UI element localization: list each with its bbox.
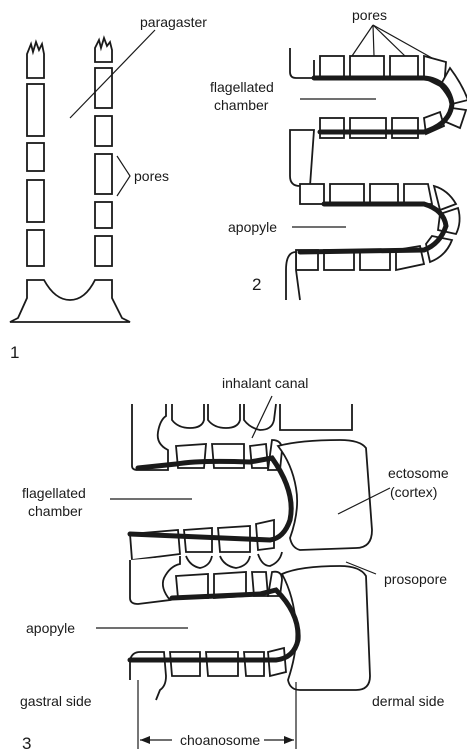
figure-3-leuconoid-section: inhalant canal ectosome (cortex) flagell… xyxy=(20,375,449,749)
flagellated-chamber-label-fig3-line1: flagellated xyxy=(22,485,86,501)
paragaster-label: paragaster xyxy=(140,14,207,30)
choanosome-arrowhead-right xyxy=(284,736,294,744)
flagellated-chamber-label-fig2-line1: flagellated xyxy=(210,79,274,95)
choanosome-arrowhead-left xyxy=(140,736,150,744)
pores-label-fig2: pores xyxy=(352,7,387,23)
gastral-side-label: gastral side xyxy=(20,693,92,709)
apopyle-label-fig2: apopyle xyxy=(228,219,277,235)
ectosome-label-line1: ectosome xyxy=(388,465,449,481)
figure-2-chamber-wall-lower xyxy=(300,204,446,252)
choanosome-label: choanosome xyxy=(180,732,260,748)
figure-1-number: 1 xyxy=(10,343,19,362)
dermal-side-label: dermal side xyxy=(372,693,445,709)
pores-leader-fig2-b xyxy=(373,25,374,56)
figure-3-number: 3 xyxy=(22,734,31,749)
prosopore-label: prosopore xyxy=(384,571,447,587)
inhalant-canal-label: inhalant canal xyxy=(222,375,308,391)
figure-3-bottom-row xyxy=(130,648,286,700)
pores-leader-fig2-a xyxy=(352,25,373,56)
figure-1-asconoid-tube: paragaster pores 1 xyxy=(10,14,207,362)
flagellated-chamber-label-fig2-line2: chamber xyxy=(214,97,269,113)
ectosome-label-line2: (cortex) xyxy=(390,484,437,500)
apopyle-label-fig3: apopyle xyxy=(26,620,75,636)
figure-1-base xyxy=(10,280,130,322)
figure-1-left-wall xyxy=(27,42,44,266)
pores-label-fig1: pores xyxy=(134,168,169,184)
figure-2-number: 2 xyxy=(252,275,261,294)
pores-leader-fig1 xyxy=(117,156,130,196)
figure-2-syconoid-section: pores flagellated chamber apopyle 2 xyxy=(210,7,467,300)
flagellated-chamber-label-fig3-line2: chamber xyxy=(28,503,83,519)
figure-3-top-cells xyxy=(176,440,282,470)
figure-1-right-wall xyxy=(95,38,112,266)
